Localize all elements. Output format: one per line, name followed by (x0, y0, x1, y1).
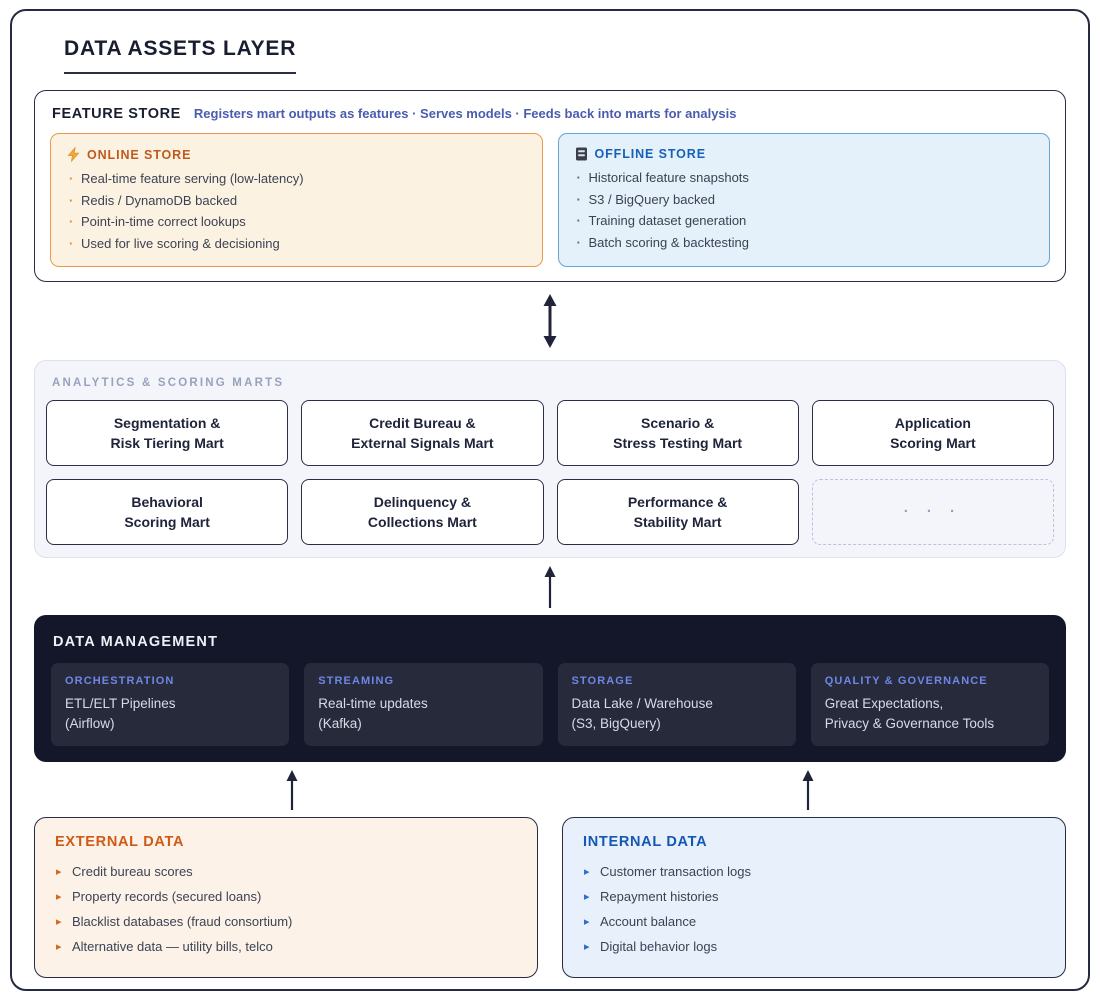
data-management-title: DATA MANAGEMENT (53, 634, 219, 650)
dm-cell-text: ETL/ELT Pipelines (65, 696, 176, 711)
data-sources-row: EXTERNAL DATA Credit bureau scores Prope… (34, 817, 1066, 978)
list-item: Account balance (583, 909, 1045, 935)
mart-box-delinquency-collections: Delinquency & Collections Mart (301, 479, 544, 545)
dm-cell-text: (S3, BigQuery) (571, 716, 661, 731)
page-title: DATA ASSETS LAYER (64, 37, 297, 74)
online-store-title: ONLINE STORE (87, 147, 192, 162)
list-item: Used for live scoring & decisioning (67, 233, 526, 255)
list-item: Repayment histories (583, 884, 1045, 910)
feature-store-header: FEATURE STORE Registers mart outputs as … (50, 106, 1050, 122)
list-item: Credit bureau scores (55, 859, 517, 885)
mart-box-segmentation-risk-tiering: Segmentation & Risk Tiering Mart (46, 400, 289, 466)
dm-cell-orchestration: ORCHESTRATION ETL/ELT Pipelines (Airflow… (51, 663, 290, 746)
dm-cell-quality-governance: QUALITY & GOVERNANCE Great Expectations,… (810, 663, 1049, 746)
dm-cell-text: (Kafka) (318, 716, 362, 731)
mart-label-line: Collections Mart (367, 514, 477, 530)
mart-label-line: Segmentation & (113, 415, 221, 431)
list-item: Digital behavior logs (583, 934, 1045, 960)
double-arrow-icon (540, 294, 560, 348)
mart-box-placeholder: · · · (811, 479, 1054, 545)
mart-label-line: Stability Mart (633, 514, 722, 530)
analytics-scoring-marts-section: ANALYTICS & SCORING MARTS Segmentation &… (34, 360, 1066, 558)
external-data-title: EXTERNAL DATA (55, 834, 185, 850)
dm-cell-text: Great Expectations, (824, 696, 944, 711)
list-item: Training dataset generation (575, 210, 1034, 232)
mart-label-line: Behavioral (131, 494, 203, 510)
list-item: Redis / DynamoDB backed (67, 190, 526, 212)
dm-cell-label: ORCHESTRATION (65, 675, 175, 687)
feature-store-columns: ONLINE STORE Real-time feature serving (… (50, 133, 1050, 267)
ellipsis-placeholder: · · · (903, 503, 963, 520)
internal-data-list: Customer transaction logs Repayment hist… (583, 859, 1045, 960)
mart-label-line: Credit Bureau & (369, 415, 476, 431)
dm-cell-text: (Airflow) (65, 716, 115, 731)
server-icon (575, 147, 588, 161)
list-item: Alternative data — utility bills, telco (55, 934, 517, 960)
external-data-card: EXTERNAL DATA Credit bureau scores Prope… (34, 817, 538, 978)
list-item: Historical feature snapshots (575, 167, 1034, 189)
online-store-header: ONLINE STORE (67, 147, 526, 162)
data-management-grid: ORCHESTRATION ETL/ELT Pipelines (Airflow… (51, 663, 1049, 746)
mart-label-line: Scoring Mart (890, 435, 976, 451)
mart-box-performance-stability: Performance & Stability Mart (556, 479, 799, 545)
offline-store-title: OFFLINE STORE (594, 147, 706, 161)
offline-store-header: OFFLINE STORE (575, 147, 1034, 161)
dm-cell-label: STREAMING (318, 675, 395, 687)
dm-cell-text: Privacy & Governance Tools (824, 716, 995, 731)
offline-store-list: Historical feature snapshots S3 / BigQue… (575, 167, 1034, 253)
external-data-list: Credit bureau scores Property records (s… (55, 859, 517, 960)
list-item: S3 / BigQuery backed (575, 189, 1034, 211)
mart-box-credit-bureau-external-signals: Credit Bureau & External Signals Mart (301, 400, 544, 466)
feature-store-subtitle: Registers mart outputs as features · Ser… (193, 106, 737, 121)
mart-label-line: Risk Tiering Mart (110, 435, 224, 451)
list-item: Batch scoring & backtesting (575, 232, 1034, 254)
data-assets-layer-panel: DATA ASSETS LAYER FEATURE STORE Register… (10, 9, 1090, 991)
feature-store-title: FEATURE STORE (52, 106, 181, 122)
marts-grid: Segmentation & Risk Tiering Mart Credit … (46, 400, 1054, 545)
online-store-list: Real-time feature serving (low-latency) … (67, 168, 526, 254)
lightning-icon (67, 147, 80, 162)
dm-cell-text: Real-time updates (318, 696, 428, 711)
mart-box-application-scoring: Application Scoring Mart (811, 400, 1054, 466)
feature-store-section: FEATURE STORE Registers mart outputs as … (34, 90, 1066, 282)
up-arrow-icon (542, 565, 558, 608)
mart-box-scenario-stress-testing: Scenario & Stress Testing Mart (556, 400, 799, 466)
internal-data-title: INTERNAL DATA (583, 834, 708, 850)
dm-marts-connector (34, 558, 1066, 615)
mart-label-line: Delinquency & (373, 494, 471, 510)
mart-label-line: External Signals Mart (351, 435, 494, 451)
mart-label-line: Scoring Mart (124, 514, 210, 530)
data-management-section: DATA MANAGEMENT ORCHESTRATION ETL/ELT Pi… (34, 615, 1066, 762)
list-item: Customer transaction logs (583, 859, 1045, 885)
dm-cell-text: Data Lake / Warehouse (571, 696, 713, 711)
list-item: Point-in-time correct lookups (67, 211, 526, 233)
mart-box-behavioral-scoring: Behavioral Scoring Mart (46, 479, 289, 545)
online-store-card: ONLINE STORE Real-time feature serving (… (50, 133, 543, 267)
dm-cell-label: QUALITY & GOVERNANCE (824, 675, 988, 687)
external-up-arrow (34, 769, 550, 810)
mart-label-line: Application (894, 415, 971, 431)
list-item: Real-time feature serving (low-latency) (67, 168, 526, 190)
mart-label-line: Stress Testing Mart (613, 435, 743, 451)
internal-up-arrow (550, 769, 1066, 810)
dm-cell-streaming: STREAMING Real-time updates (Kafka) (304, 663, 543, 746)
dm-cell-storage: STORAGE Data Lake / Warehouse (S3, BigQu… (557, 663, 796, 746)
list-item: Blacklist databases (fraud consortium) (55, 909, 517, 935)
sources-dm-connectors (34, 762, 1066, 817)
mart-label-line: Performance & (627, 494, 728, 510)
list-item: Property records (secured loans) (55, 884, 517, 910)
internal-data-card: INTERNAL DATA Customer transaction logs … (562, 817, 1066, 978)
offline-store-card: OFFLINE STORE Historical feature snapsho… (557, 133, 1050, 267)
mart-label-line: Scenario & (641, 415, 715, 431)
marts-section-label: ANALYTICS & SCORING MARTS (52, 377, 285, 389)
dm-cell-label: STORAGE (571, 675, 634, 687)
feature-marts-connector (34, 282, 1066, 360)
